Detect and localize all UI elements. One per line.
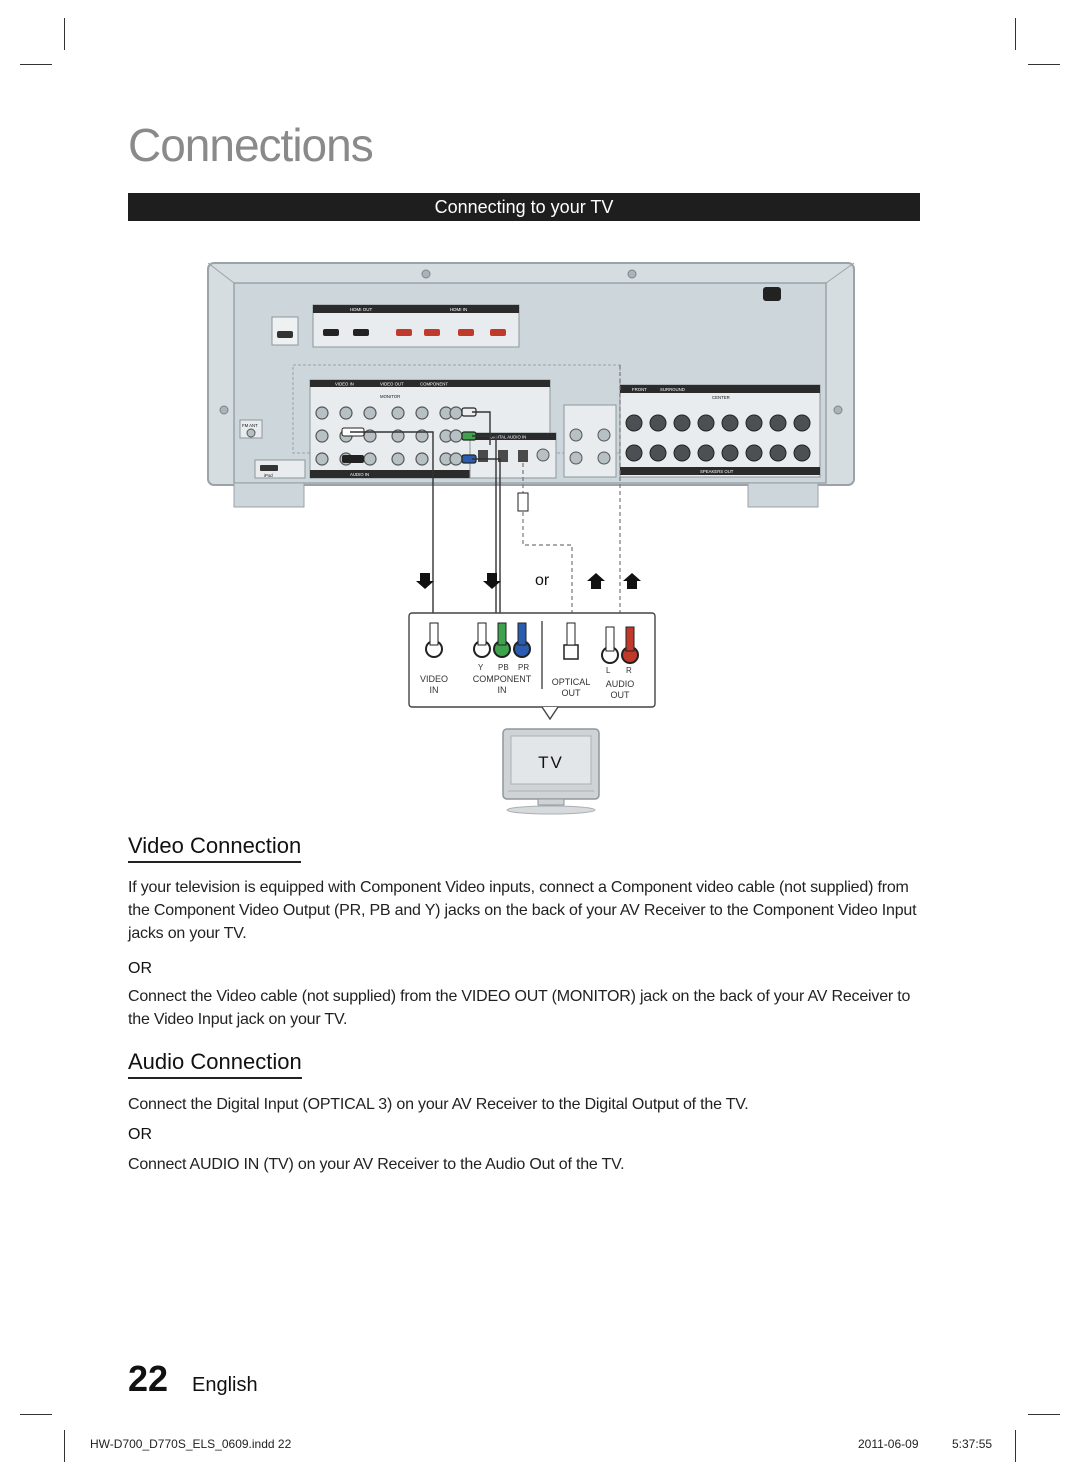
tv-jack-panel: Y PB PR L R VIDEO IN COMPONENT IN OPTICA… <box>408 612 656 721</box>
optical-out-line2: OUT <box>562 688 582 698</box>
l-jack-label: L <box>606 666 611 675</box>
signal-arrows <box>416 573 641 589</box>
crop-mark <box>20 64 52 65</box>
r-jack-label: R <box>626 666 632 675</box>
monitor-label: MONITOR <box>380 394 400 399</box>
av-receiver-back-panel: HDMI OUT HDMI IN VIDEO IN VIDEO OUT COMP… <box>207 262 855 508</box>
component-in-line1: COMPONENT <box>473 674 532 684</box>
audio-out-line2: OUT <box>611 690 631 700</box>
audio-in-label: AUDIO IN <box>350 472 369 477</box>
crop-mark <box>1028 64 1060 65</box>
optical-out-line1: OPTICAL <box>552 677 591 687</box>
pb-jack-label: PB <box>498 663 509 672</box>
component-label: COMPONENT <box>420 382 448 387</box>
audio-out-line1: AUDIO <box>606 679 635 689</box>
or-label: or <box>535 572 550 589</box>
page-number: 22 <box>128 1358 169 1399</box>
audio-connection-heading: Audio Connection <box>128 1049 302 1079</box>
hdmi-out-label: HDMI OUT <box>350 307 372 312</box>
crop-mark <box>64 1430 65 1462</box>
crop-mark <box>1028 1414 1060 1415</box>
video-connection-or: OR <box>128 960 152 977</box>
fm-ant-label: FM ANT <box>242 423 258 428</box>
video-connection-para2: Connect the Video cable (not supplied) f… <box>128 988 911 1028</box>
pr-jack-label: PR <box>518 663 529 672</box>
crop-mark <box>1015 18 1016 50</box>
video-out-label: VIDEO OUT <box>380 382 404 387</box>
cables <box>350 411 501 625</box>
footer-date: 2011-06-09 <box>858 1437 919 1451</box>
footer-file: HW-D700_D770S_ELS_0609.indd 22 <box>90 1437 292 1451</box>
chapter-title: Connections <box>128 119 374 171</box>
front-label: FRONT <box>632 387 647 392</box>
speakers-out-label: SPEAKERS OUT <box>700 469 734 474</box>
footer-time: 5:37:55 <box>952 1437 993 1451</box>
tv-label: TV <box>538 753 564 772</box>
video-connection-para1: If your television is equipped with Comp… <box>128 879 917 942</box>
hdmi-in-label: HDMI IN <box>450 307 467 312</box>
surround-label: SURROUND <box>660 387 685 392</box>
video-in-label: VIDEO IN <box>335 382 354 387</box>
tv-illustration: TV <box>502 728 600 815</box>
video-in-line2: IN <box>430 685 439 695</box>
audio-connection-or: OR <box>128 1126 152 1143</box>
section-title-bar: Connecting to your TV <box>128 193 920 221</box>
component-in-line2: IN <box>498 685 507 695</box>
crop-mark <box>20 1414 52 1415</box>
audio-connection-para1: Connect the Digital Input (OPTICAL 3) on… <box>128 1096 749 1113</box>
ipod-label: iPod <box>264 473 273 478</box>
audio-connection-para2: Connect AUDIO IN (TV) on your AV Receive… <box>128 1156 625 1173</box>
digital-audio-in-label: DIGITAL AUDIO IN <box>490 435 526 440</box>
video-in-line1: VIDEO <box>420 674 448 684</box>
video-connection-heading: Video Connection <box>128 833 302 863</box>
crop-mark <box>1015 1430 1016 1462</box>
y-jack-label: Y <box>478 663 484 672</box>
crop-mark <box>64 18 65 50</box>
center-label: CENTER <box>712 395 730 400</box>
connection-diagram: HDMI OUT HDMI IN VIDEO IN VIDEO OUT COMP… <box>207 262 855 815</box>
language-label: English <box>192 1374 258 1396</box>
